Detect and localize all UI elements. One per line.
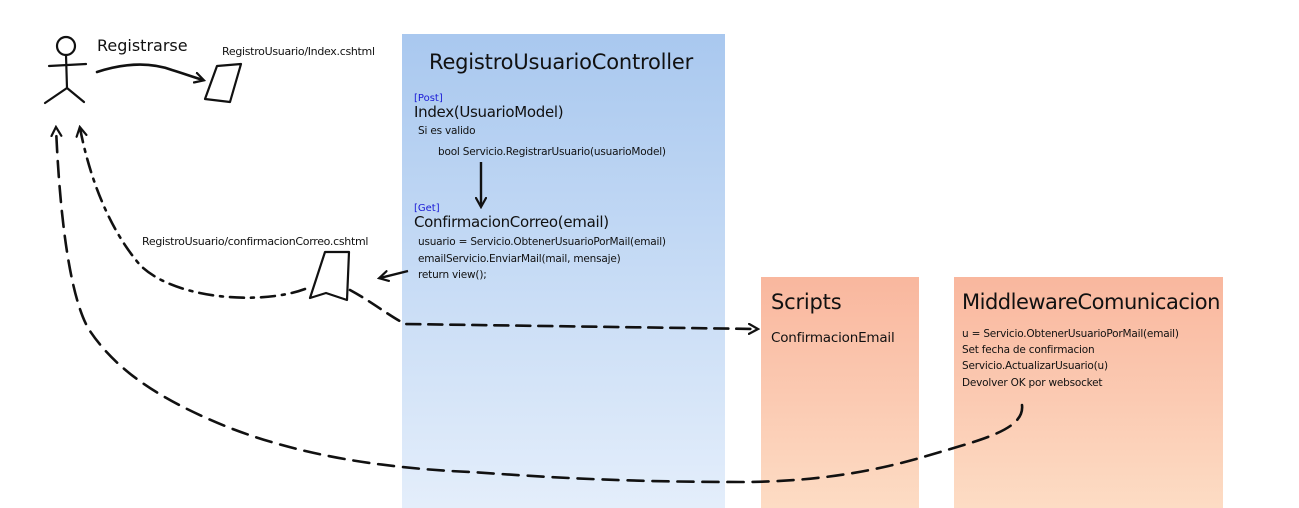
confirm-to-scripts-arrow: [348, 288, 757, 329]
scripts-title: Scripts: [771, 290, 842, 314]
middleware-line-fetch: u = Servicio.ObtenerUsuarioPorMail(email…: [962, 328, 1179, 340]
get-tag: [Get]: [414, 203, 440, 214]
middleware-box: [954, 277, 1223, 508]
middleware-line-set-date: Set fecha de confirmacion: [962, 344, 1095, 356]
register-label: Registrarse: [97, 36, 188, 55]
controller-box: [402, 34, 725, 508]
middleware-title: MiddlewareComunicacion: [962, 290, 1220, 314]
confirm-view-label: RegistroUsuario/confirmacionCorreo.cshtm…: [142, 235, 369, 248]
index-view-icon: [203, 62, 243, 104]
return-view-arrow: [380, 269, 409, 278]
get-line-return-view: return view();: [418, 269, 487, 281]
middleware-line-websocket: Devolver OK por websocket: [962, 377, 1103, 389]
middleware-line-update: Servicio.ActualizarUsuario(u): [962, 360, 1108, 372]
scripts-box: [761, 277, 919, 508]
post-tag: [Post]: [414, 93, 443, 104]
get-line-send-mail: emailServicio.EnviarMail(mail, mensaje): [418, 253, 621, 265]
websocket-return-arrow: [56, 128, 1024, 484]
get-method: ConfirmacionCorreo(email): [414, 213, 609, 231]
index-view-label: RegistroUsuario/Index.cshtml: [222, 45, 375, 58]
confirm-view-icon: [308, 250, 351, 302]
post-line-register: bool Servicio.RegistrarUsuario(usuarioMo…: [438, 146, 666, 158]
scripts-item: ConfirmacionEmail: [771, 330, 895, 346]
get-line-fetch-user: usuario = Servicio.ObtenerUsuarioPorMail…: [418, 236, 666, 248]
controller-title: RegistroUsuarioController: [429, 50, 694, 74]
post-method: Index(UsuarioModel): [414, 103, 564, 121]
post-line-validation: Si es valido: [418, 125, 476, 137]
confirm-to-actor-arrow: [80, 128, 307, 299]
actor-icon: [43, 35, 88, 105]
register-arrow: [95, 63, 203, 80]
